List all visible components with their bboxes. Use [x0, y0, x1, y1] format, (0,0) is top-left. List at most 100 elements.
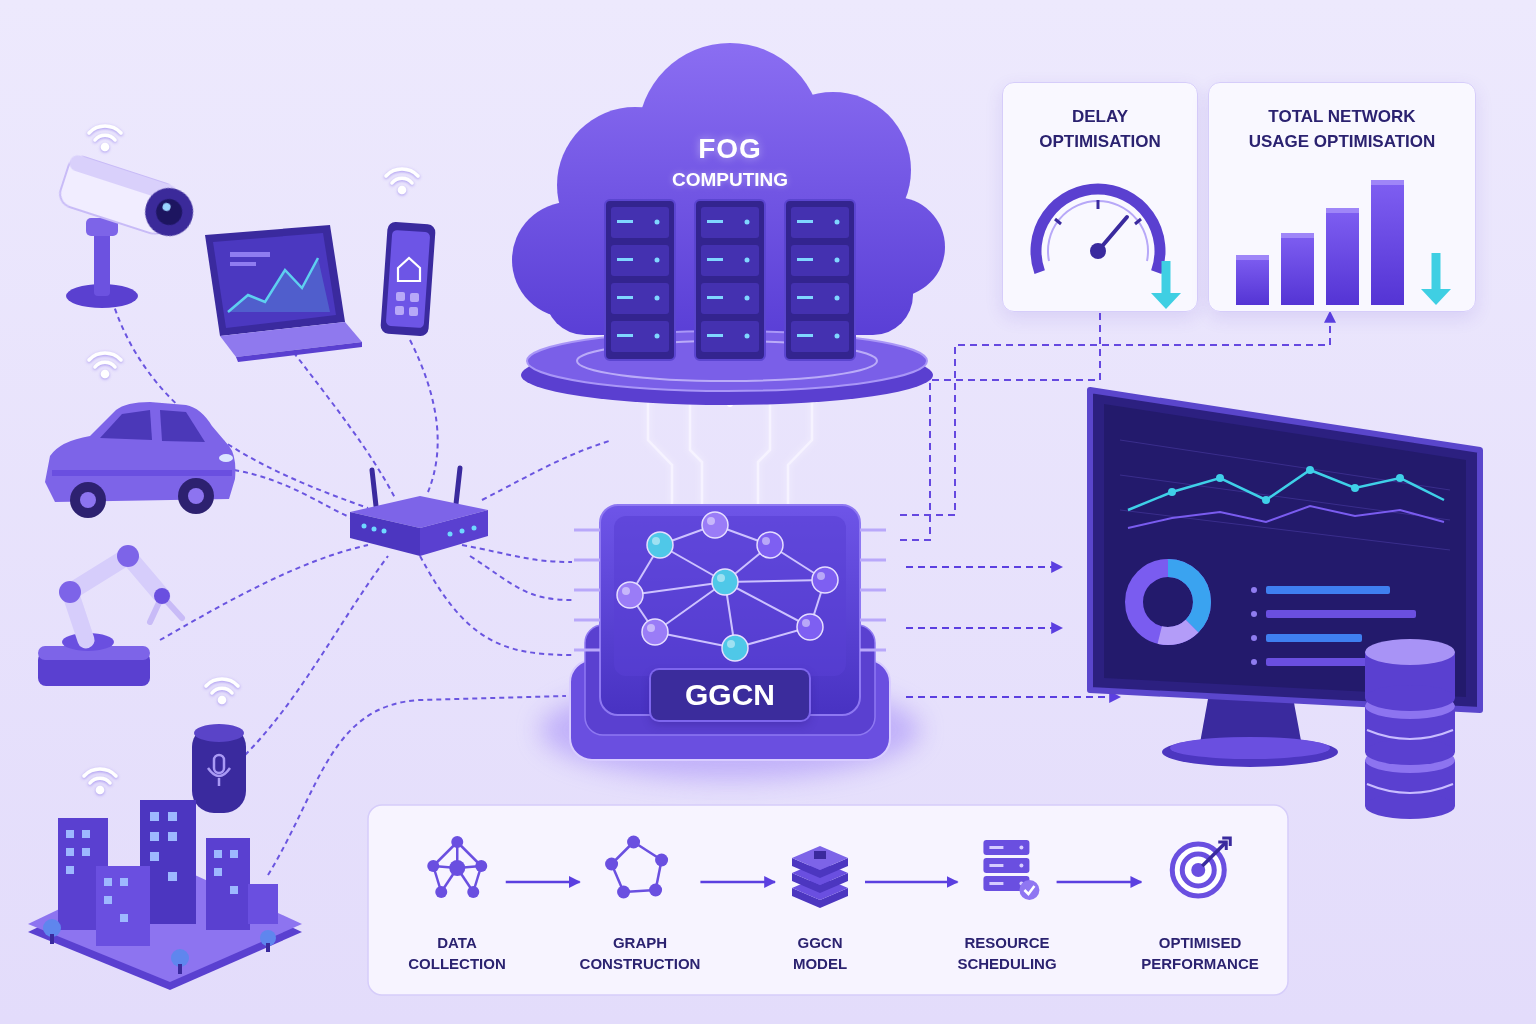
- monitor: [1120, 475, 1450, 520]
- fog-wire: [648, 398, 672, 504]
- monitor: [1104, 404, 1466, 697]
- laptop: [230, 262, 256, 266]
- smartphone: [398, 258, 420, 281]
- monitor: [1306, 466, 1314, 474]
- step-label: RESOURCE SCHEDULING: [957, 932, 1056, 974]
- car: [100, 410, 152, 440]
- monitor: [1251, 587, 1257, 665]
- robot-arm: [59, 581, 81, 603]
- step-icon: [649, 884, 662, 897]
- ggcn-chip-shape: [860, 649, 886, 652]
- connector: [900, 312, 1330, 515]
- wifi-symbol: [84, 769, 116, 792]
- chip-label: GGCN: [651, 670, 809, 720]
- laptop: [213, 233, 336, 328]
- fog-cloud-shape: [797, 258, 813, 261]
- node-label: TOTAL NETWORK USAGE OPTIMISATION: [1223, 105, 1461, 154]
- city-buildings: [266, 943, 270, 952]
- monitor: [1251, 635, 1257, 641]
- monitor: [1251, 587, 1257, 593]
- monitor: [1128, 506, 1444, 528]
- metric-panel-shape: [1236, 255, 1269, 305]
- fog-cloud-shape: [701, 321, 759, 352]
- car: [52, 470, 232, 476]
- wifi-symbol: [89, 353, 121, 360]
- fog-cloud-shape: [745, 296, 750, 301]
- monitor: [1134, 568, 1202, 636]
- step-icon: [989, 882, 1003, 885]
- step-label: DATA COLLECTION: [408, 932, 506, 974]
- ggcn-chip-shape: [717, 574, 725, 582]
- metric-panel-shape: [1421, 289, 1451, 305]
- database: [1365, 793, 1455, 819]
- fog-cloud-shape: [611, 321, 669, 352]
- device-link: [245, 556, 388, 755]
- pipeline-step: GRAPH CONSTRUCTION: [580, 832, 701, 974]
- ggcn-chip-shape: [652, 537, 660, 545]
- step-icon: [1218, 838, 1230, 850]
- fog-cloud-shape: [655, 258, 660, 263]
- step-icon: [617, 886, 630, 899]
- fog-cloud-shape: [515, 35, 945, 405]
- wifi-symbol: [206, 679, 238, 686]
- car: [70, 482, 106, 518]
- device-link: [288, 345, 395, 498]
- device-link: [482, 440, 612, 500]
- security-camera: [153, 196, 186, 229]
- metric-panel-shape: [1036, 189, 1160, 272]
- metric-panel-shape: [1162, 261, 1171, 295]
- ggcn-chip-shape: [722, 635, 748, 661]
- metric-panel-shape: [1236, 255, 1269, 260]
- fog-cloud-shape: [791, 245, 849, 276]
- ggcn-chip-shape: [707, 517, 715, 525]
- security-camera: [139, 182, 199, 242]
- ggcn-chip-shape: [712, 569, 738, 595]
- ggcn-chip-shape: [647, 624, 655, 632]
- security-camera: [162, 202, 172, 212]
- ggcn-chip-shape: [574, 529, 600, 532]
- metric-panel-shape: [1326, 208, 1359, 305]
- city-buildings: [82, 848, 90, 856]
- smartphone: [395, 306, 404, 315]
- step-icon: [967, 832, 1047, 902]
- smartphone: [409, 307, 418, 316]
- laptop: [205, 225, 345, 336]
- ggcn-chip-shape: [812, 567, 838, 593]
- metric-panel-shape: [1281, 233, 1314, 305]
- car: [219, 454, 233, 462]
- router: [382, 529, 387, 534]
- step-label: OPTIMISED PERFORMANCE: [1141, 932, 1259, 974]
- city-buildings: [104, 896, 112, 904]
- monitor: [1134, 568, 1202, 636]
- wifi-symbol: [95, 135, 115, 140]
- monitor: [1120, 440, 1450, 550]
- fog-cloud-shape: [617, 296, 633, 299]
- laptop: [236, 342, 362, 362]
- step-label: GGCN MODEL: [775, 932, 865, 974]
- smart-speaker: [192, 725, 246, 813]
- step-icon: [1019, 864, 1023, 868]
- connector: [729, 405, 732, 500]
- connector: [865, 881, 957, 884]
- monitor: [1120, 440, 1450, 490]
- smart-speaker: [208, 768, 230, 786]
- fog-cloud-shape: [655, 220, 660, 225]
- fog-cloud-shape: [835, 220, 840, 225]
- fog-cloud-shape: [745, 258, 750, 263]
- step-icon: [989, 864, 1003, 867]
- city-buildings: [66, 866, 74, 874]
- step-icon: [983, 858, 1029, 873]
- metric-panel: TOTAL NETWORK USAGE OPTIMISATION: [1208, 82, 1476, 312]
- robot-arm: [38, 545, 182, 686]
- monitor: [1266, 634, 1362, 642]
- ggcn-chip-shape: [797, 614, 823, 640]
- wifi-symbol: [103, 145, 108, 150]
- device-link: [420, 556, 572, 655]
- ggcn-chip-shape: [860, 559, 886, 562]
- monitor: [1128, 470, 1444, 510]
- fog-wire: [758, 398, 770, 504]
- router: [448, 532, 453, 537]
- pipeline-step: RESOURCE SCHEDULING: [957, 832, 1056, 974]
- step-icon: [1202, 842, 1226, 866]
- fog-cloud-shape: [745, 220, 750, 225]
